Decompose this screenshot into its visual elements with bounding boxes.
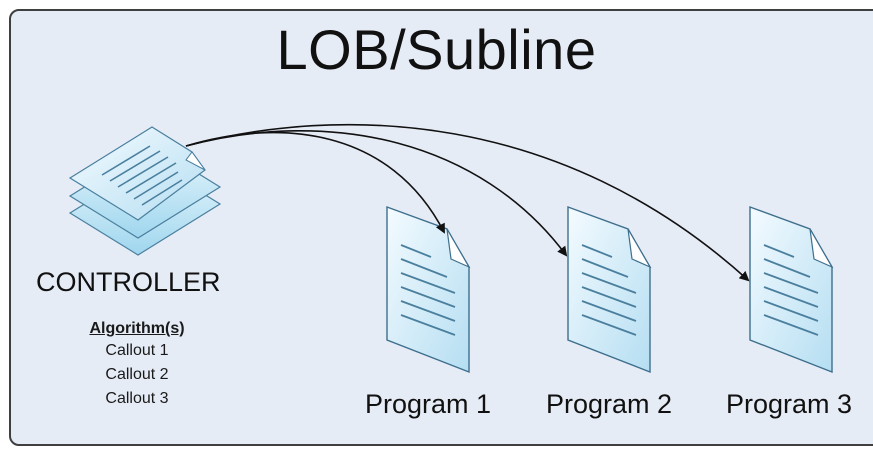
document-icon	[386, 205, 471, 374]
document-icon	[567, 205, 652, 374]
callout-item: Callout 2	[105, 366, 169, 383]
algorithm-heading: Algorithm(s)	[89, 320, 185, 337]
connector-arrow	[185, 123, 750, 282]
program-label: Program 3	[725, 389, 853, 419]
controller-label: CONTROLLER	[36, 267, 221, 297]
callout-item: Callout 1	[105, 342, 169, 359]
program-label: Program 1	[364, 389, 492, 419]
program-label: Program 2	[545, 389, 673, 419]
document-stack-icon	[68, 126, 222, 256]
diagram-title: LOB/Subline	[276, 18, 597, 81]
algorithm-list: Algorithm(s) Callout 1 Callout 2 Callout…	[62, 319, 212, 411]
connector-arrow	[185, 129, 568, 257]
document-icon	[749, 205, 834, 374]
callout-item: Callout 3	[105, 390, 169, 407]
